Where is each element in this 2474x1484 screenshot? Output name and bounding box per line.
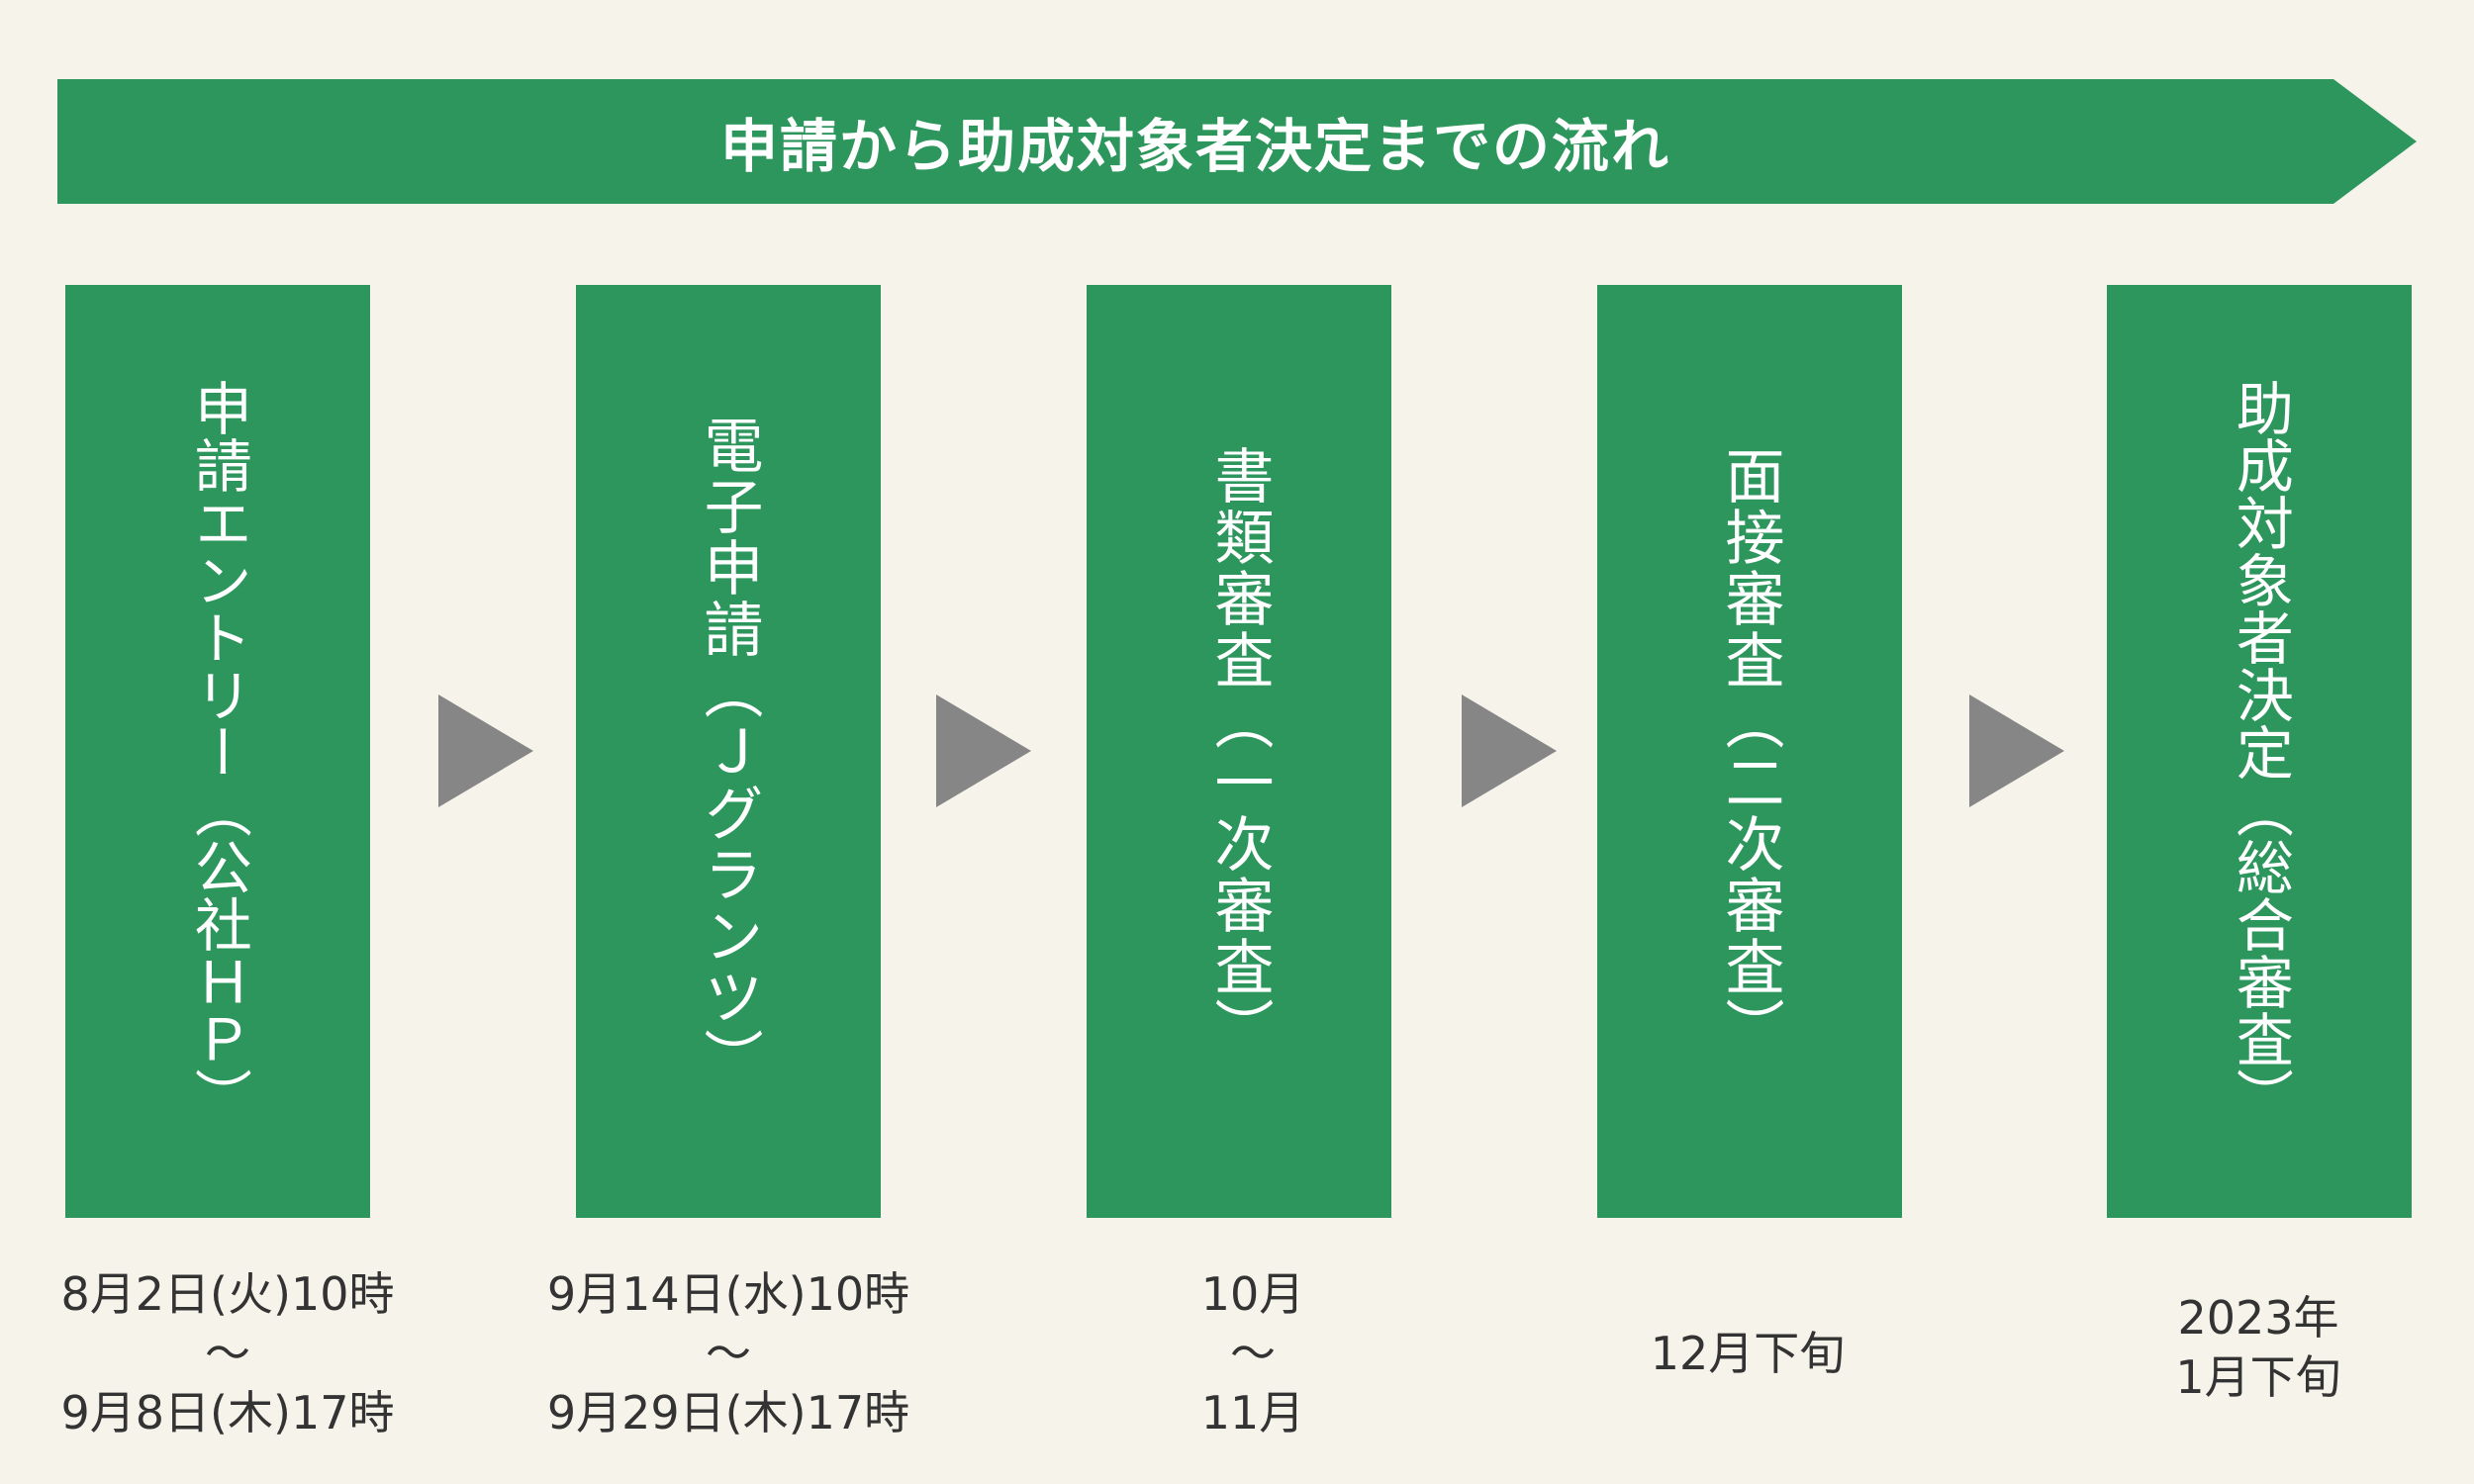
date-line: 11月	[1200, 1386, 1305, 1439]
arrow-right-icon	[936, 695, 1031, 807]
step-label: 電子申請（Ｊグランツ）	[694, 414, 763, 1089]
step-box-interview-review: 面接審査（二次審査）	[1597, 285, 1902, 1218]
arrow-right-icon	[1969, 695, 2064, 807]
step-label: 書類審査（一次審査）	[1204, 444, 1274, 1059]
arrow-right-icon	[1462, 695, 1557, 807]
date-line: 2023年	[2177, 1291, 2339, 1345]
date-line: 9月29日(木)17時	[546, 1386, 910, 1439]
date-line: 10月	[1200, 1267, 1305, 1321]
date-line: 〜	[1230, 1327, 1276, 1380]
step-label: 面接審査（二次審査）	[1715, 444, 1784, 1059]
step-date-final-decision: 2023年 1月下旬	[2031, 1288, 2474, 1407]
date-line: 9月8日(木)17時	[60, 1386, 395, 1439]
step-box-electronic-application: 電子申請（Ｊグランツ）	[576, 285, 881, 1218]
step-box-application-entry: 申請エントリー（公社ＨＰ）	[65, 285, 370, 1218]
date-line: 12月下旬	[1650, 1327, 1846, 1380]
step-date-interview-review: 12月下旬	[1520, 1324, 1975, 1383]
arrow-right-icon	[438, 695, 533, 807]
banner-arrow	[57, 79, 2417, 204]
banner-title: 申請から助成対象者決定までの流れ	[719, 113, 1670, 180]
date-line: 8月2日(火)10時	[60, 1267, 395, 1321]
step-label: 申請エントリー（公社ＨＰ）	[184, 378, 252, 1125]
step-box-final-decision: 助成対象者決定（総合審査）	[2107, 285, 2412, 1218]
step-box-document-review: 書類審査（一次審査）	[1087, 285, 1391, 1218]
date-line: 9月14日(水)10時	[546, 1267, 910, 1321]
date-line: 1月下旬	[2175, 1350, 2341, 1404]
date-line: 〜	[706, 1327, 751, 1380]
step-label: 助成対象者決定（総合審査）	[2226, 378, 2294, 1125]
step-date-document-review: 10月 〜 11月	[1025, 1264, 1480, 1442]
date-line: 〜	[205, 1327, 250, 1380]
step-date-application-entry: 8月2日(火)10時 〜 9月8日(木)17時	[0, 1264, 455, 1442]
step-date-electronic-application: 9月14日(水)10時 〜 9月29日(木)17時	[501, 1264, 956, 1442]
